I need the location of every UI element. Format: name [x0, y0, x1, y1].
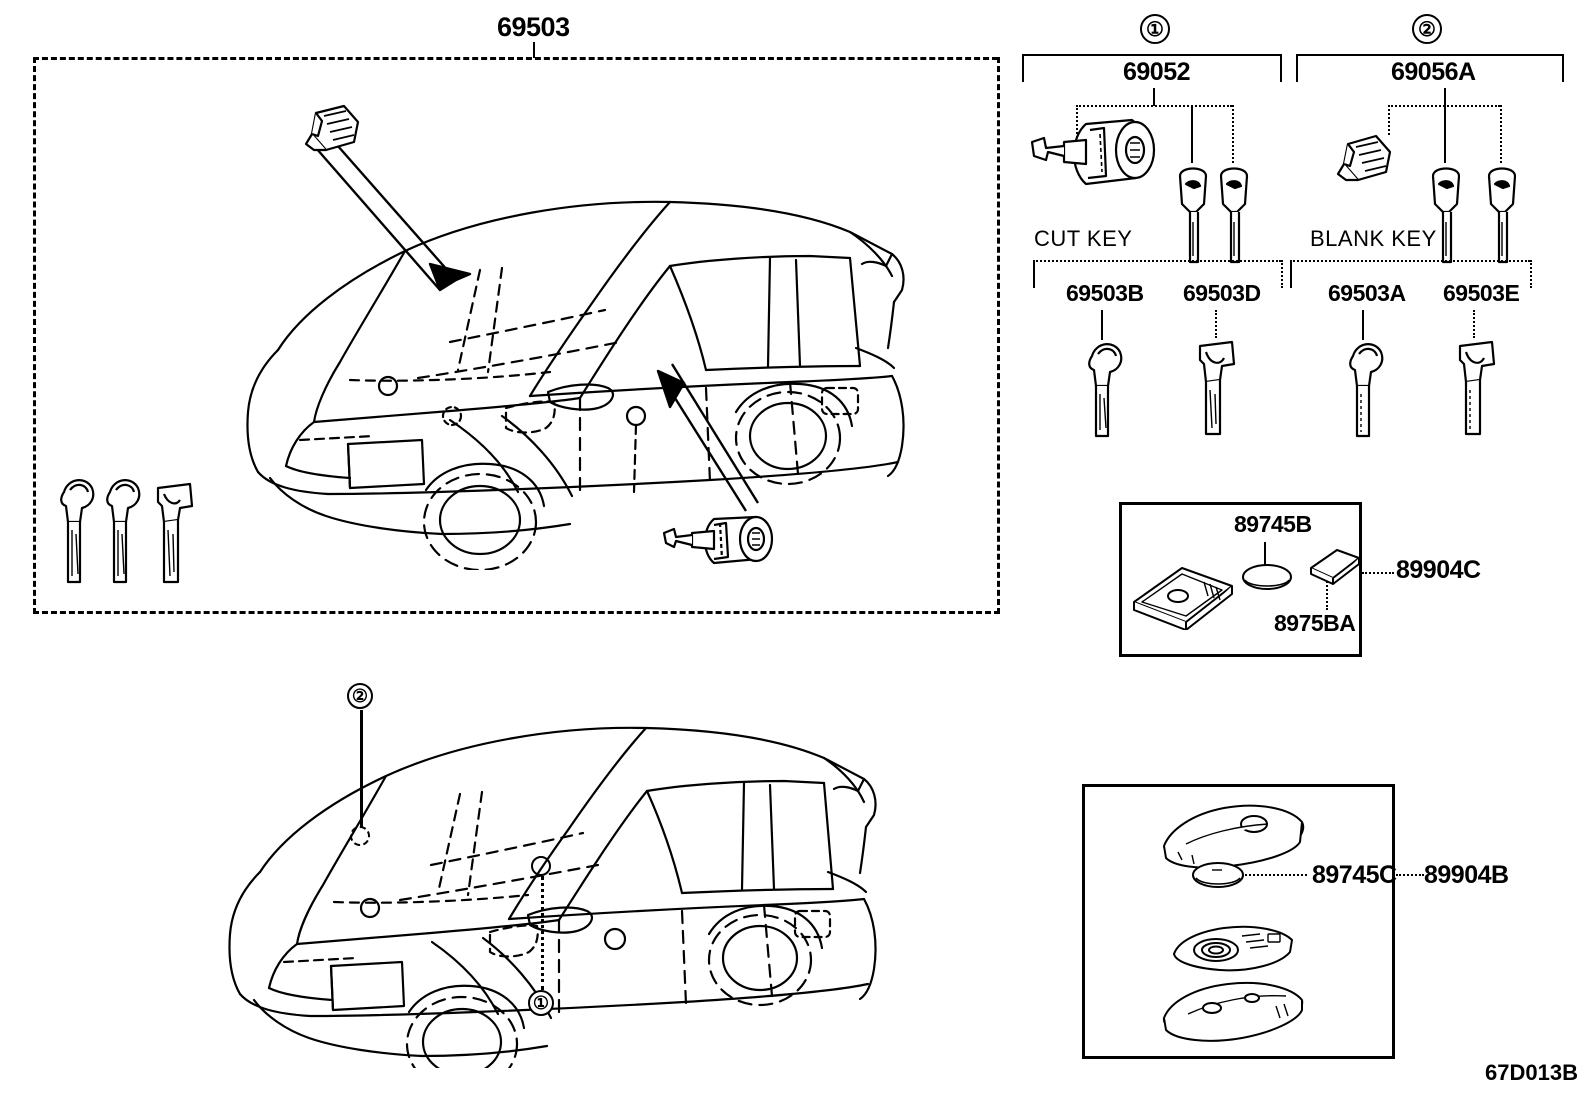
blank-key-69503E-illustration [1452, 334, 1498, 438]
cut-key-bracket-left [1033, 260, 1035, 288]
leader-69503A [1362, 310, 1364, 340]
cut-key-bracket-right [1281, 260, 1283, 288]
vehicle-callout-1-leader [541, 876, 544, 990]
blank-key-title: BLANK KEY [1310, 226, 1437, 251]
card-key-illustration [1128, 560, 1238, 630]
smart-key-lower-case [1158, 978, 1308, 1044]
group-2-bracket-right [1562, 54, 1564, 82]
assembly-label-69503: 69503 [497, 12, 570, 42]
group-1-bracket-top [1022, 54, 1280, 56]
assembly-leader-line [533, 42, 535, 58]
group-2-branch-cap [1388, 105, 1390, 135]
top-illustration-box [33, 57, 1000, 614]
cut-key-69503B-illustration [1082, 336, 1124, 440]
vehicle-callout-2-leader [360, 710, 363, 828]
leader-8975BA [1326, 570, 1328, 610]
group-1-branch-cylinder [1076, 105, 1078, 149]
lower-vehicle-illustration [150, 648, 910, 1068]
ignition-key-cylinder-part [300, 100, 370, 160]
part-number-69503A: 69503A [1328, 280, 1406, 306]
cut-key-bracket-top [1033, 260, 1281, 262]
group-1-part-number: 69052 [1123, 58, 1191, 86]
group-1-key-2 [1213, 160, 1255, 268]
card-key-battery-89745B [1240, 562, 1294, 592]
part-number-69503E: 69503E [1443, 280, 1520, 306]
vehicle-callout-1-target-circle [531, 856, 551, 876]
group-2-stem [1444, 88, 1446, 106]
group-2-bracket-top [1296, 54, 1562, 56]
door-lock-arrow [640, 355, 770, 535]
group-2-branch-key2 [1500, 105, 1502, 163]
group-2-key-1 [1425, 160, 1467, 268]
part-number-89745C: 89745C [1312, 861, 1397, 889]
leader-89904C [1362, 572, 1394, 574]
group-1-circled-number: ① [1140, 14, 1170, 44]
group-2-part-number: 69056A [1391, 58, 1476, 86]
group-1-stem [1153, 88, 1155, 106]
leader-89745B [1264, 542, 1266, 574]
leader-69503D [1215, 310, 1217, 338]
diagram-code: 67D013B [1485, 1060, 1578, 1085]
assembly-top-rule [33, 57, 998, 60]
blank-key-bracket-left [1290, 260, 1292, 288]
leader-89745C [1245, 874, 1307, 876]
group-2-circled-number: ② [1412, 14, 1442, 44]
group-2-transponder-cap [1330, 130, 1402, 192]
blank-key-bracket-top [1290, 260, 1530, 262]
smart-key-battery-89745C [1190, 860, 1246, 890]
cut-key-69503D-illustration [1192, 334, 1238, 438]
part-number-89745B: 89745B [1234, 511, 1312, 537]
card-key-cover-8975BA [1303, 546, 1363, 586]
group-1-branch-key1 [1191, 105, 1193, 163]
group-1-bracket-left [1022, 54, 1024, 82]
group-1-tree-bar [1076, 105, 1232, 107]
group-1-key-1 [1172, 160, 1214, 268]
blank-key-69503A-illustration [1343, 336, 1385, 440]
part-number-89904C: 89904C [1396, 556, 1481, 584]
card-key-box [1119, 502, 1362, 657]
part-number-69503D: 69503D [1183, 280, 1261, 306]
group-2-branch-key1 [1444, 105, 1446, 163]
door-lock-cylinder-part [652, 505, 782, 575]
blank-key-bracket-right [1530, 260, 1532, 288]
ignition-cylinder-arrow [290, 100, 630, 330]
smart-key-box [1082, 784, 1395, 1059]
upper-vehicle-illustration [150, 120, 950, 570]
part-number-69503B: 69503B [1066, 280, 1144, 306]
leader-69503E [1473, 310, 1475, 338]
part-number-8975BA: 8975BA [1274, 610, 1356, 636]
smart-key-upper-cover [1158, 800, 1308, 870]
group-2-bracket-left [1296, 54, 1298, 82]
vehicle-callout-2-target-circle [350, 826, 370, 846]
cut-key-title: CUT KEY [1034, 226, 1133, 251]
key-blank-group-illustration [50, 470, 230, 600]
vehicle-callout-2: ② [347, 683, 373, 709]
smart-key-circuit-board [1168, 920, 1298, 976]
group-1-branch-key2 [1232, 105, 1234, 163]
vehicle-callout-1: ① [528, 990, 554, 1016]
part-number-89904B: 89904B [1424, 861, 1509, 889]
group-2-key-2 [1481, 160, 1523, 268]
leader-69503B [1101, 310, 1103, 340]
leader-89904B [1396, 874, 1424, 876]
group-1-bracket-right [1280, 54, 1282, 82]
group-1-lock-cylinder [1020, 110, 1170, 195]
